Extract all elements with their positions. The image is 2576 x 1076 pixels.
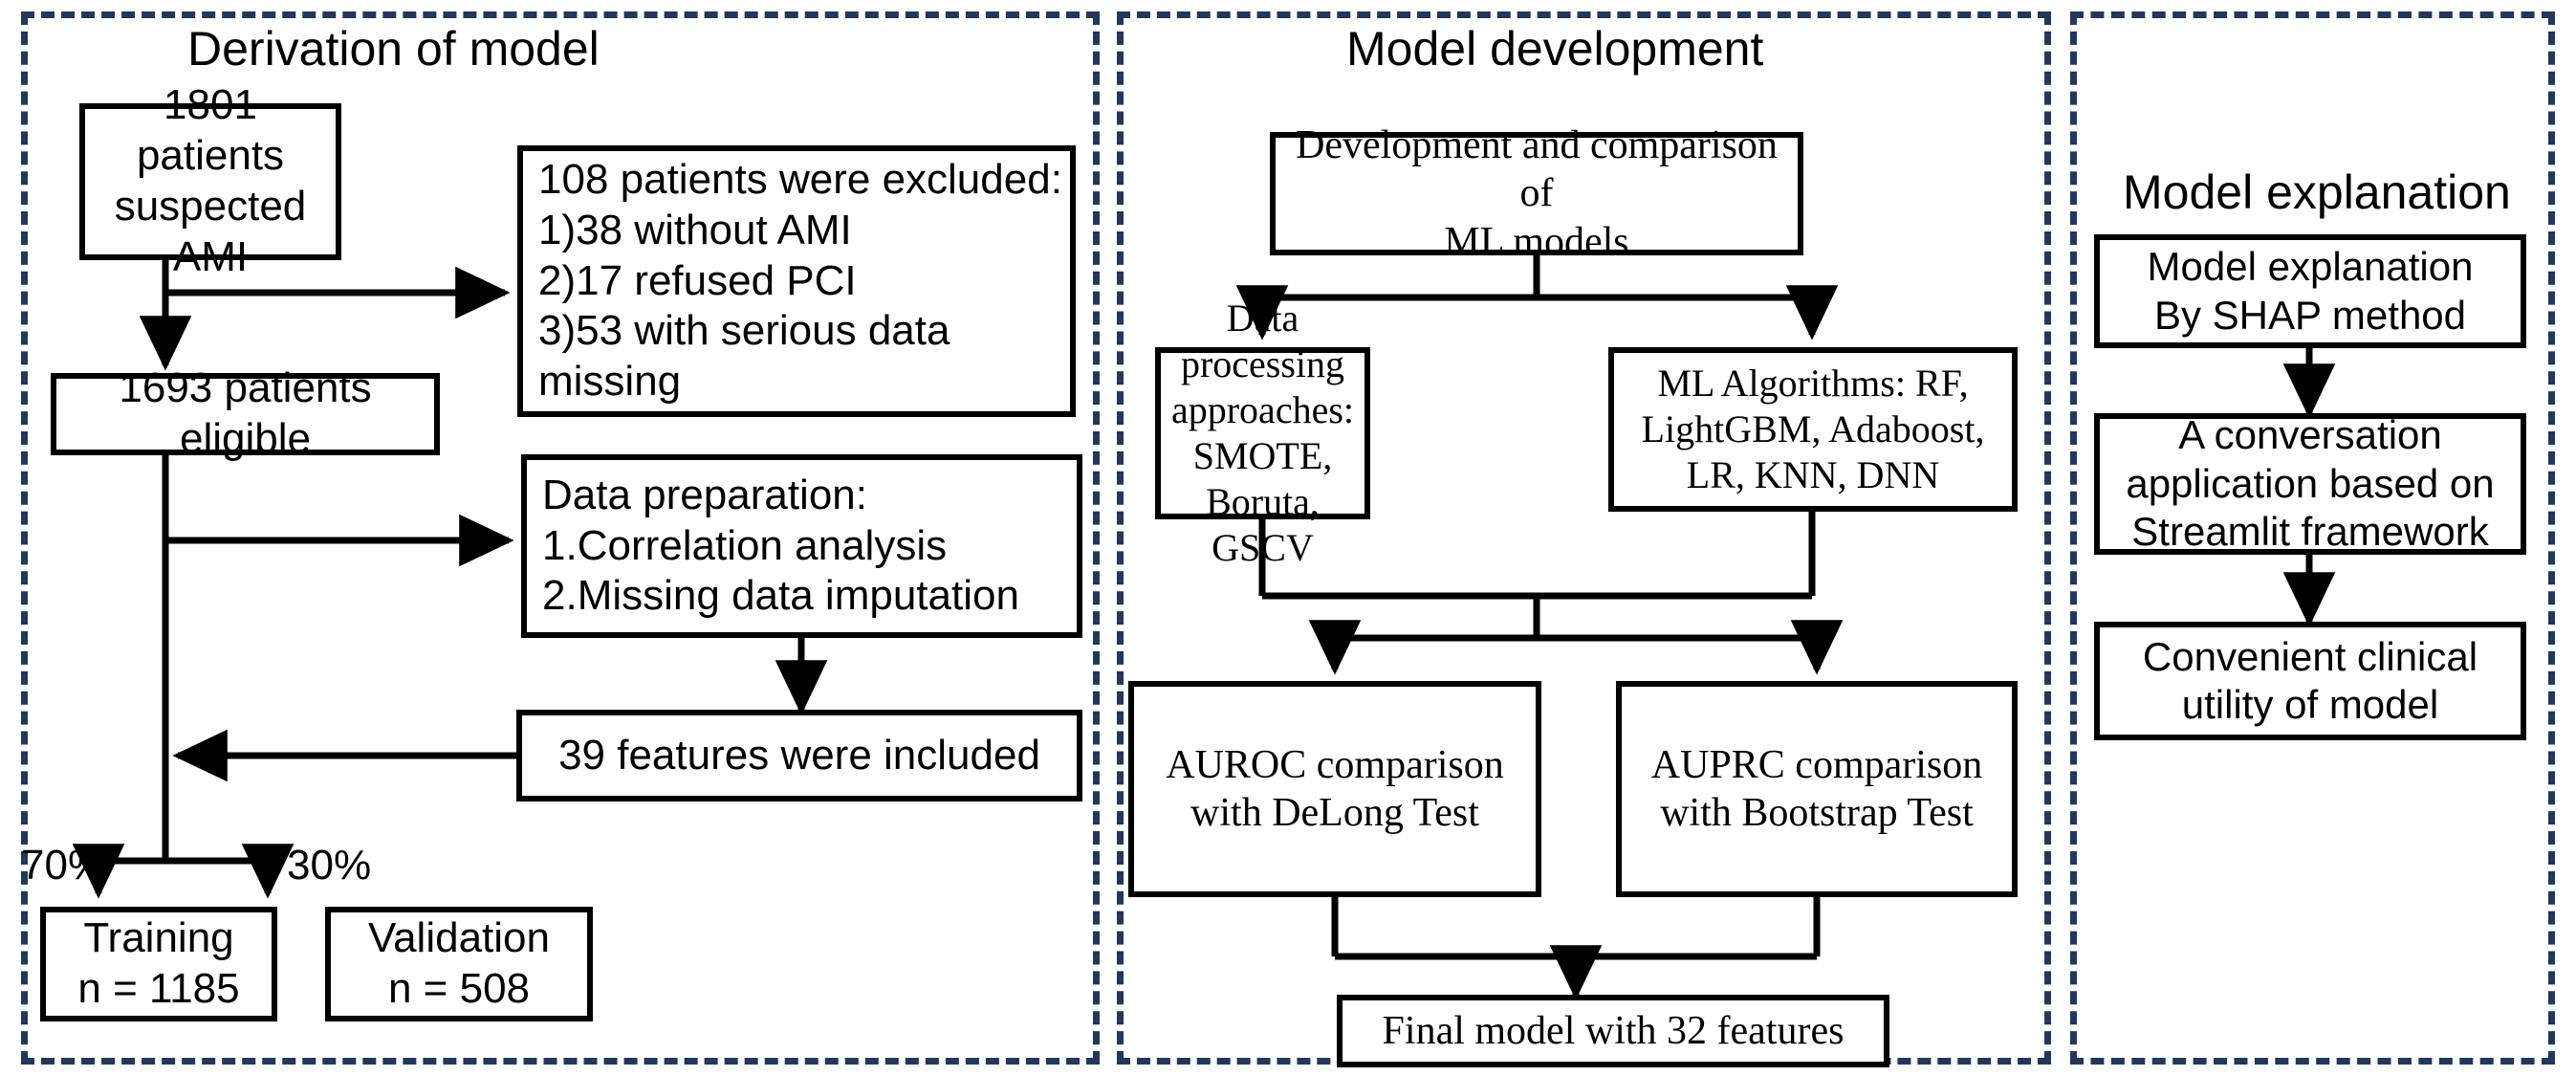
panel-title-explanation: Model explanation [2123,165,2511,219]
node-convenient-clinical-utility: Convenient clinical utility of model [2094,622,2526,740]
node-data-processing-approaches: Data processing approaches: SMOTE, Borut… [1155,296,1370,569]
node-auroc-comparison-delong: AUROC comparison with DeLong Test [1128,681,1541,897]
node-auprc-comparison-bootstrap: AUPRC comparison with Bootstrap Test [1616,681,2018,897]
panel-title-derivation: Derivation of model [187,22,600,76]
node-data-preparation: Data preparation: 1.Correlation analysis… [521,454,1082,638]
node-validation-set: Validation n = 508 [325,907,593,1021]
edge-label-70-percent: 70% [21,842,106,889]
node-39-features-included: 39 features were included [516,710,1082,802]
node-1693-patients-eligible: 1693 patients eligible [51,364,440,462]
node-1801-patients-suspected-ami: 1801 patients suspected AMI [79,81,341,280]
node-108-patients-excluded: 108 patients were excluded: 1)38 without… [517,145,1076,417]
node-conversation-application-streamlit: A conversation application based on Stre… [2094,412,2526,555]
node-ml-algorithms: ML Algorithms: RF, LightGBM, Adaboost, L… [1608,347,2018,512]
edge-label-30-percent: 30% [287,842,372,889]
node-model-explanation-shap: Model explanation By SHAP method [2094,234,2526,348]
node-final-model-32-features: Final model with 32 features [1337,995,1889,1067]
panel-title-development: Model development [1346,22,1764,76]
node-development-comparison-ml-models: Development and comparison of ML models [1270,123,1803,264]
node-training-set: Training n = 1185 [40,907,277,1021]
